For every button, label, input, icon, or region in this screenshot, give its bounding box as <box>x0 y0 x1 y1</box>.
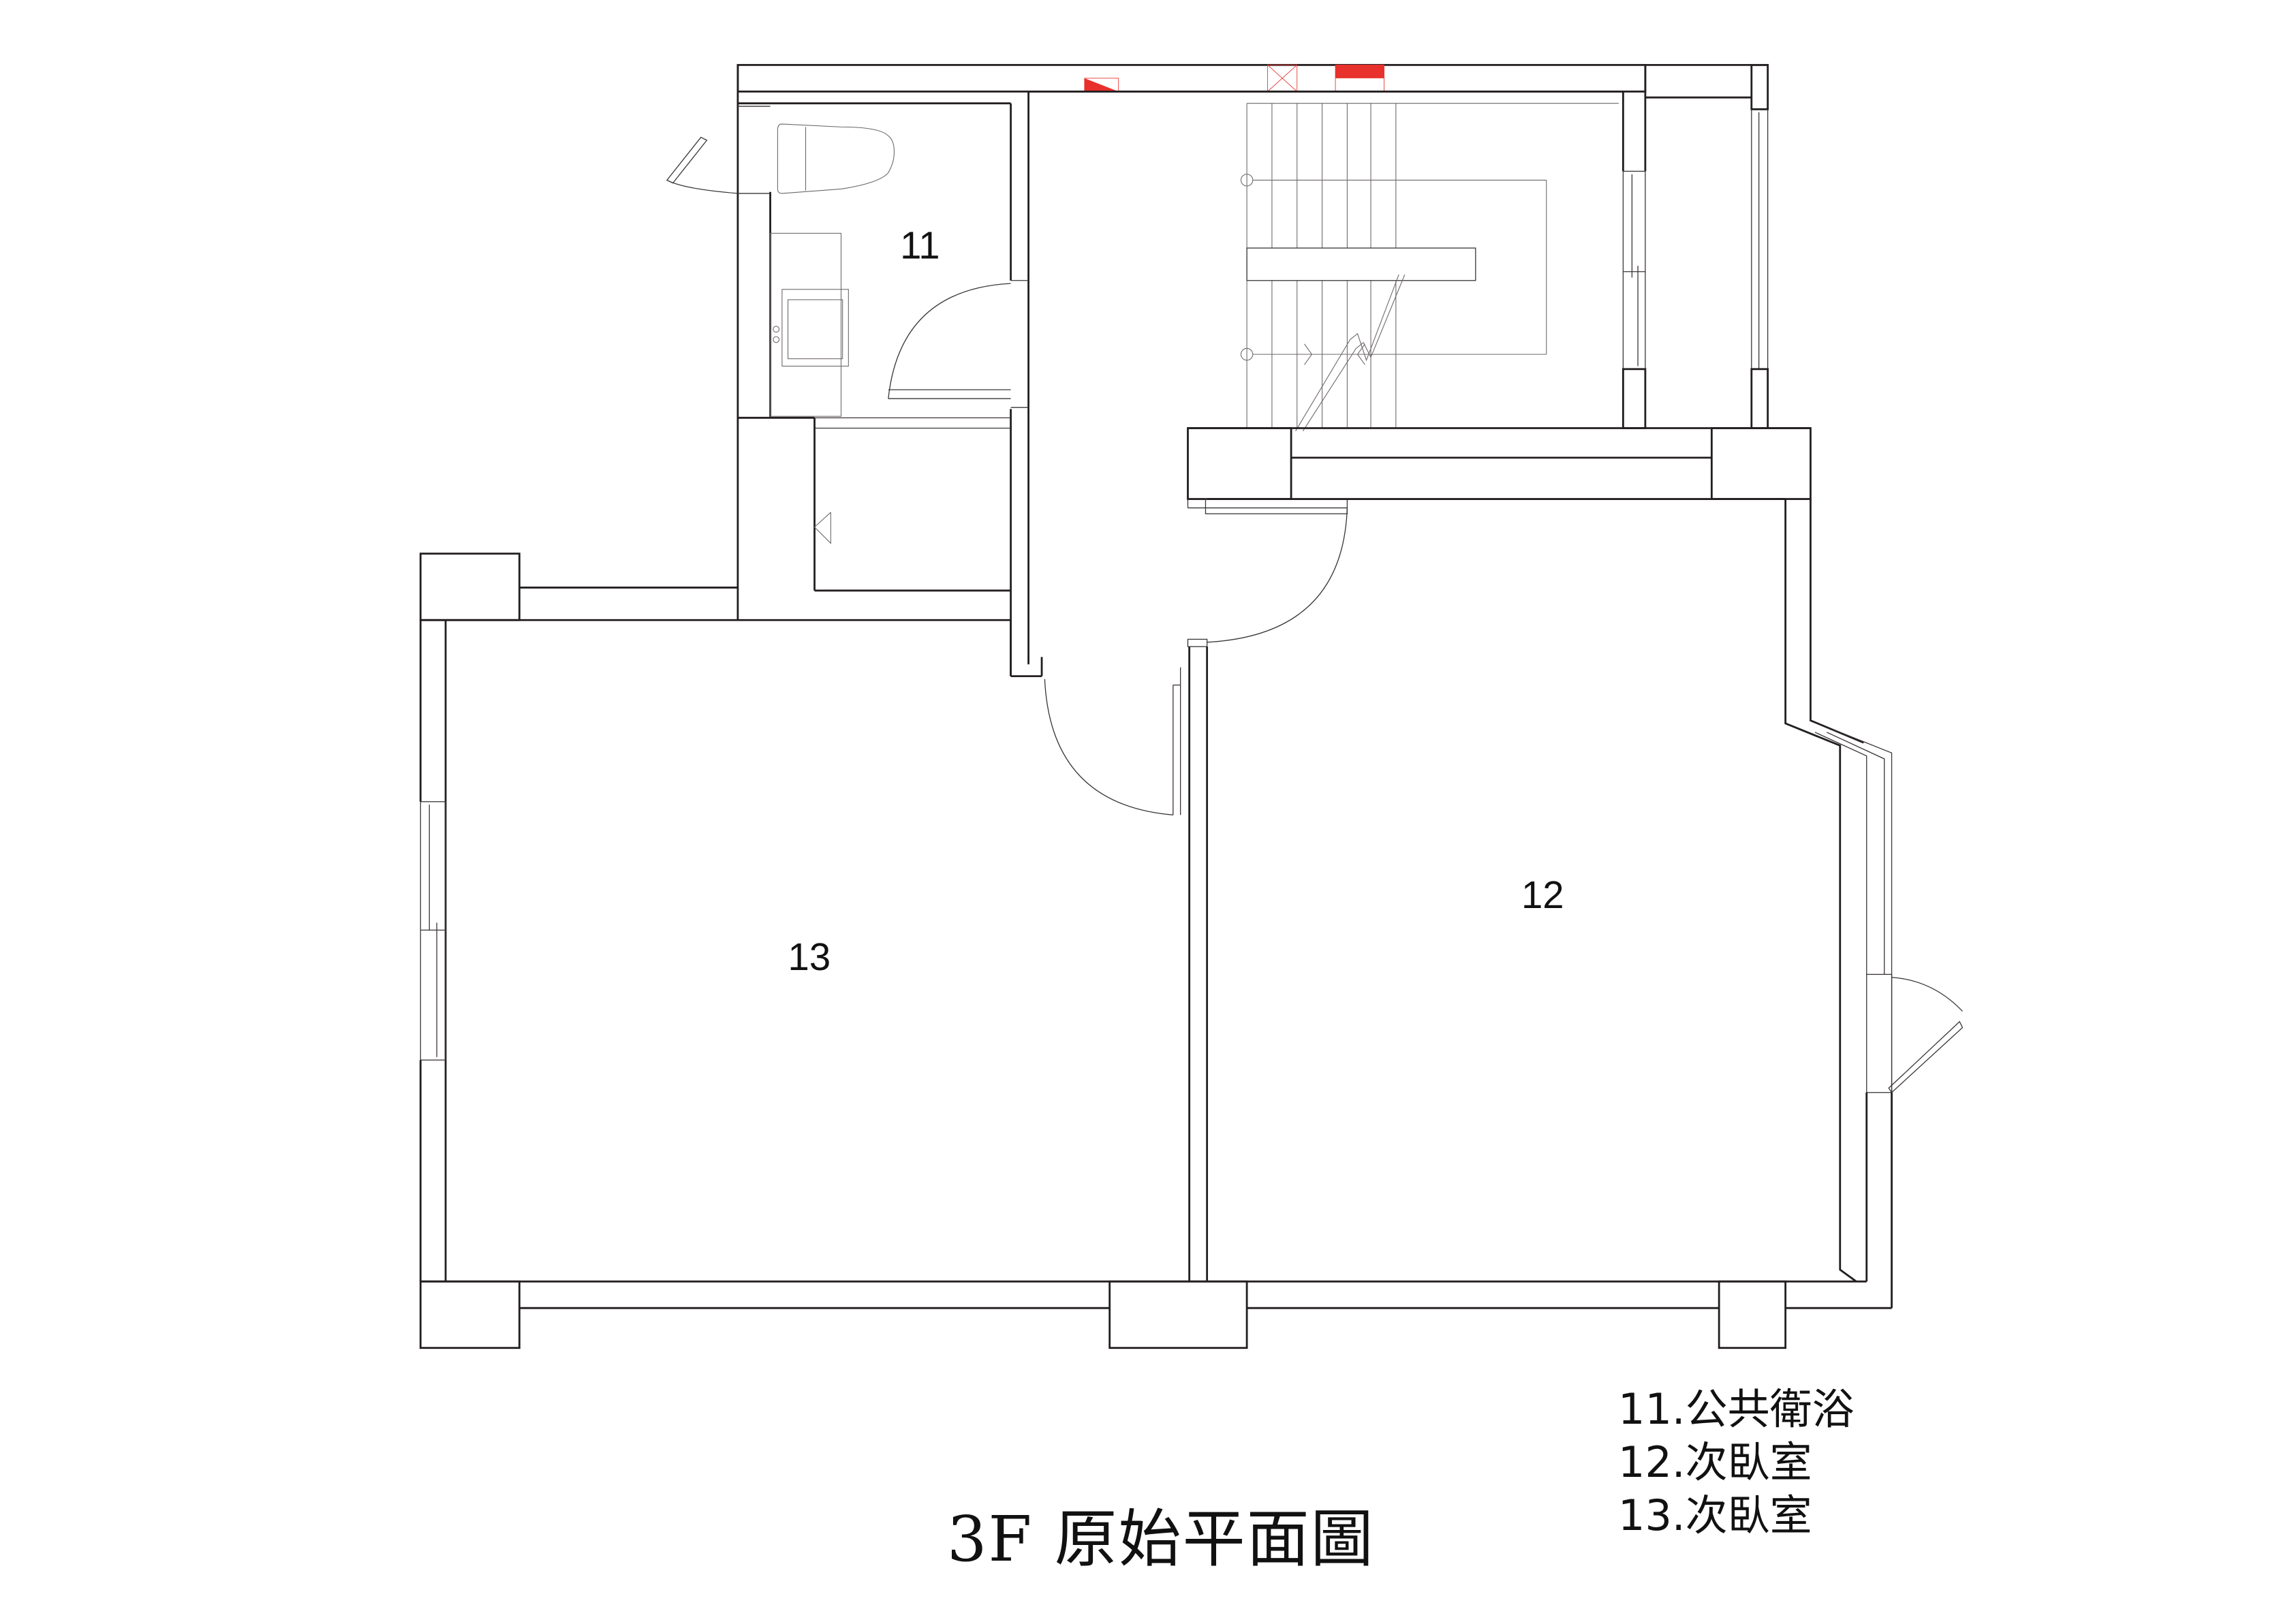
legend-item-11: 11.公共衛浴 <box>1618 1384 1855 1434</box>
room-label-12: 12 <box>1521 873 1564 916</box>
sink-vanity <box>770 232 849 417</box>
right-annex <box>1645 63 1769 429</box>
drawing-title: 3F 原始平面圖 <box>947 1503 1375 1576</box>
room-label-11: 11 <box>900 223 940 266</box>
red-markers <box>1084 64 1384 92</box>
room12-door <box>1187 498 1348 647</box>
room-12-walls <box>1207 498 1964 1309</box>
legend-item-12: 12.次臥室 <box>1618 1437 1812 1487</box>
room-label-13: 13 <box>788 935 831 978</box>
columns-mid <box>1187 427 1812 500</box>
toilet-fixture <box>777 123 895 194</box>
bathroom-door-swing <box>888 280 1029 408</box>
legend-item-13: 13.次臥室 <box>1618 1490 1812 1540</box>
stair-hall <box>1028 65 1647 432</box>
bathroom-walls <box>666 63 1647 678</box>
room13-door <box>1044 667 1181 815</box>
room-13-walls <box>419 552 1209 1282</box>
room-legend: 11.公共衛浴 12.次臥室 13.次臥室 <box>1618 1383 1855 1542</box>
bottom-wall <box>419 1280 1892 1349</box>
